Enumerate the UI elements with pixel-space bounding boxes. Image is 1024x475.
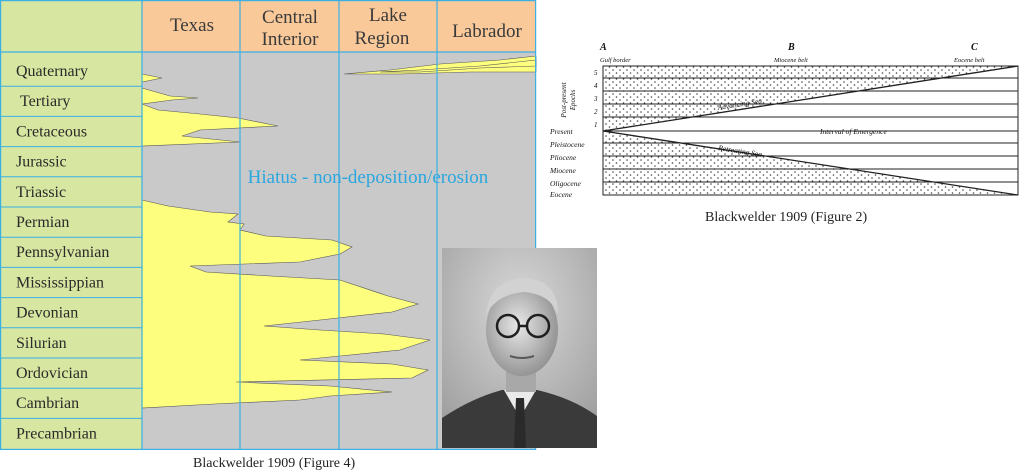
person-portrait-icon <box>442 248 597 448</box>
period-column-bg <box>0 0 142 450</box>
onlap-diagram: A B C Gulf border Miocene belt Eocene be… <box>549 42 1019 198</box>
epoch-labels: PresentPleistocenePlioceneMioceneOligoce… <box>549 127 585 198</box>
interval-of-emergence-label: Interval of Emergence <box>819 127 887 136</box>
period-separators <box>0 85 142 419</box>
column-header-labrador: Labrador <box>452 21 522 42</box>
post-present-axis-label: Post-presentEpochs <box>560 81 577 118</box>
period-label-triassic: Triassic <box>16 184 66 201</box>
epoch-label-miocene: Miocene <box>549 166 576 175</box>
gulf-border-label: Gulf border <box>600 57 631 64</box>
deposit-quaternary-lake <box>379 59 537 73</box>
period-label-pennsylvanian: Pennsylvanian <box>16 244 109 261</box>
future-epoch-numbers: 5 4 3 2 1 <box>593 69 598 129</box>
epoch-label-pliocene: Pliocene <box>549 153 577 162</box>
figure2-caption: Blackwelder 1909 (Figure 2) <box>705 210 868 225</box>
corner-cell <box>0 0 142 52</box>
future-epoch-4: 4 <box>594 82 598 90</box>
deposit-cretaceous-texas <box>141 103 279 147</box>
point-b-label: B <box>787 42 795 53</box>
period-label-ordovician: Ordovician <box>16 365 88 382</box>
epoch-label-present: Present <box>549 127 574 136</box>
future-epoch-3: 3 <box>593 95 598 103</box>
period-label-silurian: Silurian <box>16 335 67 352</box>
point-c-label: C <box>971 42 978 53</box>
epoch-label-oligocene: Oligocene <box>550 179 581 188</box>
period-label-cretaceous: Cretaceous <box>16 123 87 140</box>
period-label-permian: Permian <box>16 214 69 231</box>
hiatus-label: Hiatus - non-deposition/erosion <box>248 167 489 188</box>
period-label-jurassic: Jurassic <box>16 154 67 171</box>
portrait-photo <box>442 248 597 448</box>
future-epoch-2: 2 <box>594 108 598 116</box>
future-epoch-5: 5 <box>594 69 598 77</box>
diagram-frame <box>602 65 1019 196</box>
future-epoch-1: 1 <box>594 121 598 129</box>
epoch-label-eocene: Eocene <box>549 190 573 198</box>
period-labels: QuaternaryTertiaryCretaceousJurassicTria… <box>16 63 109 442</box>
grid-lines <box>0 0 537 450</box>
point-a-label: A <box>599 42 607 53</box>
eocene-belt-label: Eocene belt <box>953 57 985 64</box>
period-label-quaternary: Quaternary <box>16 63 88 80</box>
figure4-caption: Blackwelder 1909 (Figure 4) <box>193 456 356 471</box>
deposit-paleozoic-texas <box>141 199 431 409</box>
period-label-cambrian: Cambrian <box>16 395 79 412</box>
deposit-quaternary-labrador <box>343 55 537 75</box>
miocene-belt-label: Miocene belt <box>773 57 808 64</box>
deposit-areas <box>141 73 431 409</box>
period-label-precambrian: Precambrian <box>16 425 97 442</box>
period-label-devonian: Devonian <box>16 305 78 322</box>
period-label-tertiary: Tertiary <box>20 93 70 110</box>
epoch-label-pleistocene: Pleistocene <box>549 140 585 149</box>
column-header-texas: Texas <box>170 15 214 36</box>
period-label-mississippian: Mississippian <box>16 274 104 291</box>
